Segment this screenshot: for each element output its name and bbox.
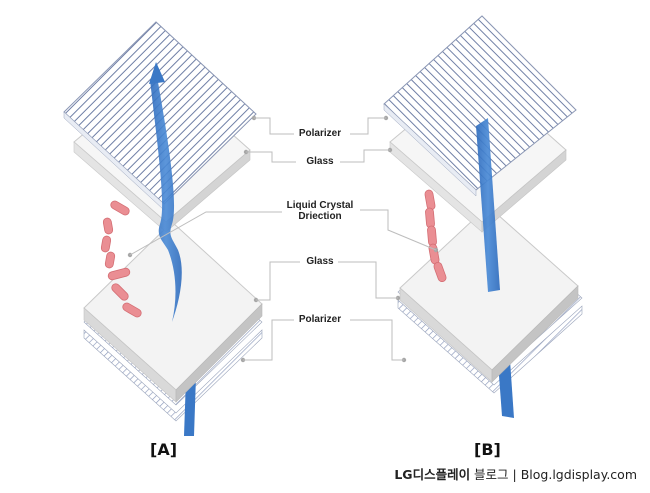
credit-brand: LG디스플레이	[394, 467, 471, 482]
light-beam-b	[476, 118, 500, 292]
label-polarizer-bottom: Polarizer	[298, 314, 342, 325]
top-polarizer-b	[383, 15, 577, 197]
panel-label-a: [A]	[150, 440, 178, 459]
label-polarizer-top: Polarizer	[298, 128, 342, 139]
label-lc-line2: Driection	[298, 211, 342, 222]
source-credit: LG디스플레이 블로그 | Blog.lgdisplay.com	[394, 464, 637, 483]
panel-a-diagram	[63, 21, 263, 436]
light-beam-a	[149, 62, 182, 322]
light-beam-entry-b	[498, 360, 514, 418]
label-glass-bottom: Glass	[306, 256, 334, 267]
label-liquid-crystal-direction: Liquid Crystal Driection	[276, 200, 364, 222]
bottom-glass-a	[83, 221, 263, 403]
credit-rest: 블로그 | Blog.lgdisplay.com	[470, 467, 637, 482]
liquid-crystal-a	[100, 200, 142, 318]
leader-lines	[129, 117, 437, 361]
label-glass-top: Glass	[306, 156, 334, 167]
panel-label-b: [B]	[474, 440, 501, 459]
panel-b-diagram	[383, 15, 583, 418]
liquid-crystal-b	[424, 189, 447, 283]
label-lc-line1: Liquid Crystal	[286, 200, 354, 211]
